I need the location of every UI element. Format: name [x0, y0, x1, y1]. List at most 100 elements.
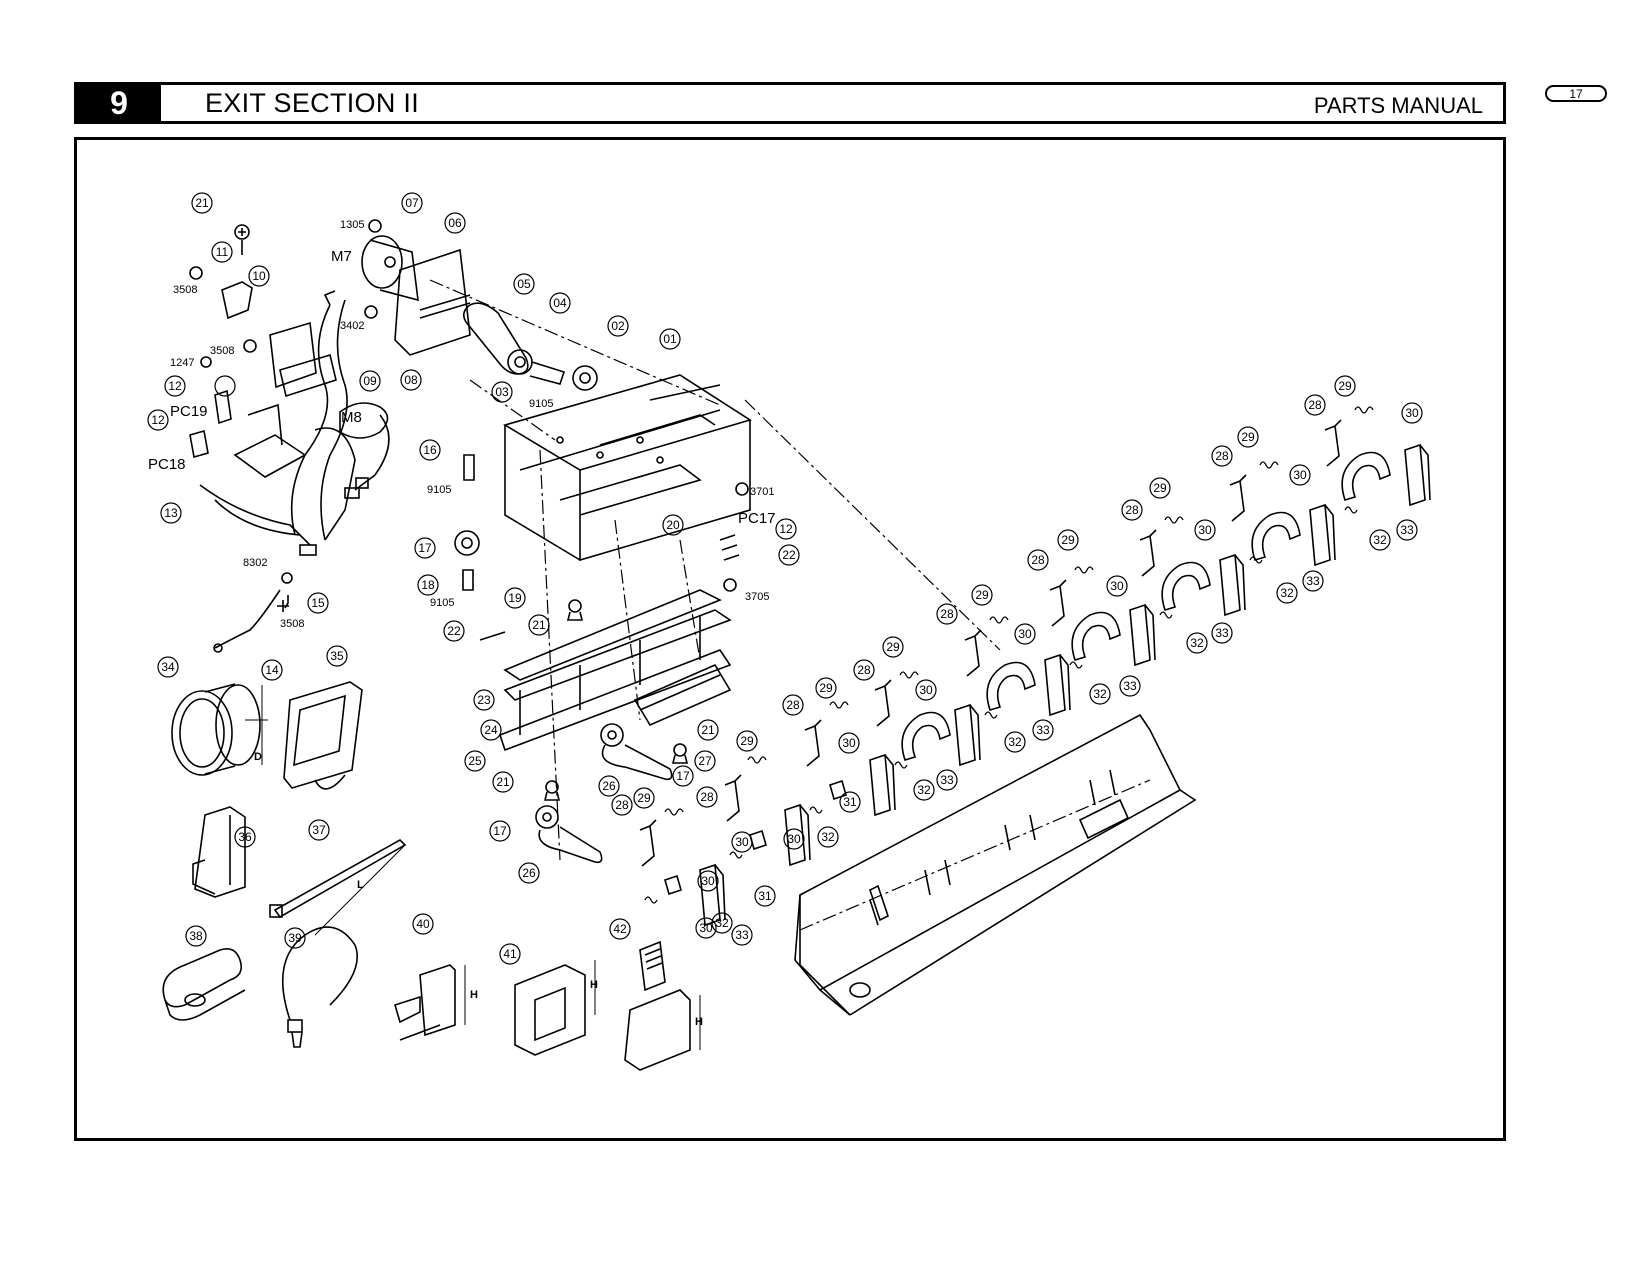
frame-plate — [503, 374, 752, 562]
callout-30d: 30 — [1405, 406, 1419, 420]
bracket-harness-cluster — [189, 281, 390, 556]
code-1305: 1305 — [340, 219, 364, 231]
callout-32a: 32 — [715, 916, 729, 930]
dim-h-41: H — [590, 979, 598, 991]
callout-39: 39 — [288, 931, 302, 945]
callout-07: 07 — [405, 196, 419, 210]
dimension-labels: D L H H H — [254, 751, 703, 1028]
code-8302: 8302 — [243, 557, 267, 569]
exit-guide-housing — [794, 713, 1197, 1016]
callout-28a: 28 — [615, 798, 629, 812]
accessories — [162, 681, 701, 1071]
callout-15: 15 — [311, 596, 325, 610]
callout-33d: 33 — [1123, 679, 1137, 693]
callout-38: 38 — [189, 929, 203, 943]
callout-28f: 28 — [1031, 553, 1045, 567]
callout-30g: 30 — [919, 683, 933, 697]
callout-18: 18 — [421, 578, 435, 592]
callout-28c: 28 — [786, 698, 800, 712]
callout-11: 11 — [216, 245, 229, 259]
callout-17b: 17 — [676, 769, 690, 783]
callout-34: 34 — [161, 660, 175, 674]
callout-29f: 29 — [1061, 533, 1075, 547]
code-3402: 3402 — [340, 320, 364, 332]
callout-41: 41 — [503, 947, 517, 961]
lower-rail-assembly — [498, 589, 732, 752]
callout-22a: 22 — [447, 624, 461, 638]
screw-codes: 1305 3508 3508 3402 1247 9105 9105 9105 … — [170, 219, 774, 630]
callout-33g: 33 — [1400, 523, 1414, 537]
callout-20: 20 — [666, 518, 680, 532]
callout-33f: 33 — [1306, 574, 1320, 588]
callout-32h: 32 — [1373, 533, 1387, 547]
code-3508-a: 3508 — [173, 284, 197, 296]
callout-26b: 26 — [522, 866, 536, 880]
callout-14: 14 — [265, 663, 279, 677]
code-1247: 1247 — [170, 357, 194, 369]
callout-23: 23 — [477, 693, 491, 707]
callout-17c: 17 — [493, 824, 507, 838]
callout-26a: 26 — [602, 779, 616, 793]
callout-30a: 30 — [699, 921, 713, 935]
callout-33e: 33 — [1215, 626, 1229, 640]
callout-33a: 33 — [735, 928, 749, 942]
screws — [189, 219, 749, 609]
callout-30k: 30 — [1293, 468, 1307, 482]
dim-l: L — [357, 879, 364, 891]
callout-28b: 28 — [700, 790, 714, 804]
section-title: EXIT SECTION II — [205, 87, 420, 118]
callout-33c: 33 — [1036, 723, 1050, 737]
label-m8: M8 — [341, 409, 362, 426]
label-pc17: PC17 — [738, 510, 776, 527]
code-3701: 3701 — [750, 486, 774, 498]
callout-28i: 28 — [1308, 398, 1322, 412]
code-9105-c: 9105 — [430, 597, 454, 609]
callout-32c: 32 — [917, 783, 931, 797]
callout-29e: 29 — [975, 588, 989, 602]
callout-numbers: 01 02 03 04 05 06 07 08 09 10 11 12 12 1… — [151, 196, 796, 961]
callout-42: 42 — [613, 922, 627, 936]
callout-02: 02 — [611, 319, 625, 333]
dim-h-40: H — [470, 989, 478, 1001]
callout-29i: 29 — [1338, 379, 1352, 393]
code-9105-b: 9105 — [427, 484, 451, 496]
callout-30f: 30 — [842, 736, 856, 750]
callout-12c: 12 — [779, 522, 793, 536]
callout-28g: 28 — [1125, 503, 1139, 517]
code-3508-c: 3508 — [280, 618, 304, 630]
callout-04: 04 — [553, 296, 567, 310]
component-labels: M7 M8 PC17 PC18 PC19 — [148, 248, 776, 527]
callout-05: 05 — [517, 277, 531, 291]
callout-09: 09 — [363, 374, 377, 388]
callout-12b: 12 — [151, 413, 165, 427]
callout-30e: 30 — [787, 832, 801, 846]
code-9105-a: 9105 — [529, 398, 553, 410]
callout-32e: 32 — [1093, 687, 1107, 701]
callout-32b: 32 — [821, 830, 835, 844]
callout-28e: 28 — [940, 607, 954, 621]
callout-06: 06 — [448, 216, 462, 230]
callout-31a: 31 — [758, 889, 772, 903]
callout-25: 25 — [468, 754, 482, 768]
dim-d: D — [254, 751, 262, 763]
gears-and-levers — [454, 454, 740, 864]
code-3508-b: 3508 — [210, 345, 234, 357]
callout-31b: 31 — [843, 795, 857, 809]
callout-27: 27 — [698, 754, 712, 768]
callout-28h: 28 — [1215, 449, 1229, 463]
callout-30i: 30 — [1110, 579, 1124, 593]
callout-21b: 21 — [532, 618, 546, 632]
center-lines — [429, 279, 1151, 931]
callout-21c: 21 — [701, 723, 715, 737]
callout-12a: 12 — [168, 379, 182, 393]
callout-circles — [147, 192, 800, 965]
motor-m7-assembly — [361, 235, 598, 391]
callout-28d: 28 — [857, 663, 871, 677]
callout-16: 16 — [423, 443, 437, 457]
page-number-badge: 17 — [1545, 85, 1607, 102]
flap-latch-sets — [639, 406, 1431, 927]
callout-21d: 21 — [496, 775, 510, 789]
callout-29d: 29 — [886, 640, 900, 654]
callout-19: 19 — [508, 591, 522, 605]
